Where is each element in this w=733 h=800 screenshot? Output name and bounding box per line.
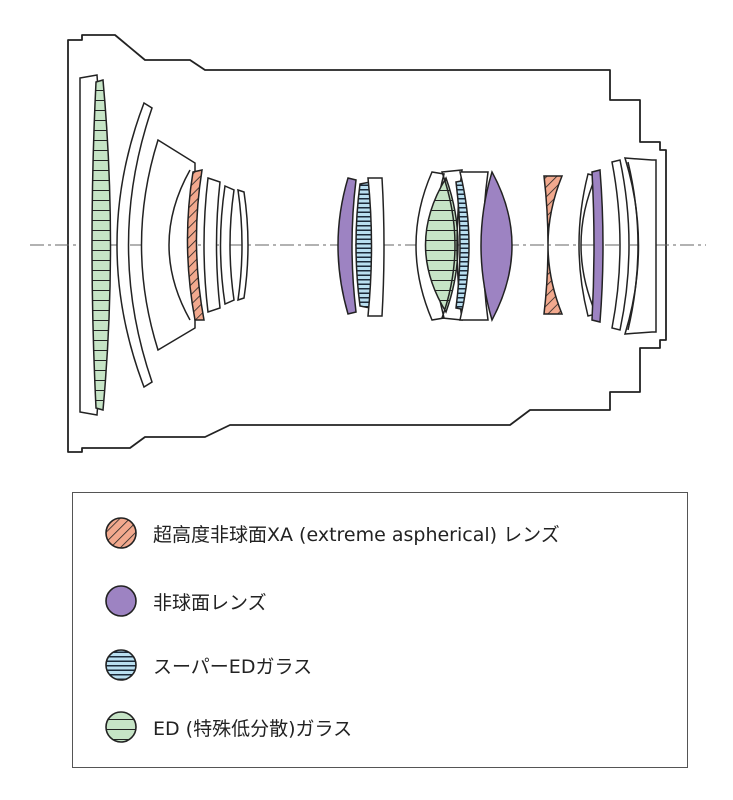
legend-item-aspherical: 非球面レンズ: [103, 583, 267, 619]
solid-purple-swatch-icon: [105, 585, 137, 617]
legend-label-xa: 超高度非球面XA (extreme aspherical) レンズ: [153, 523, 560, 546]
aspherical-element-1: [337, 177, 357, 315]
legend-item-xa: 超高度非球面XA (extreme aspherical) レンズ: [103, 515, 560, 551]
element-7: [237, 188, 249, 302]
legend-label-ed: ED (特殊低分散)ガラス: [153, 717, 353, 740]
horizontal-stripe-swatch-icon: [105, 711, 137, 743]
ed-element-2: [424, 176, 459, 314]
aspherical-element-2: [480, 170, 513, 322]
ed-element-1: [91, 79, 112, 411]
xa-aspherical-element-1: [186, 169, 205, 321]
legend-label-aspherical: 非球面レンズ: [153, 591, 267, 614]
xa-aspherical-element-2: [543, 175, 564, 315]
dense-horizontal-stripe-swatch-icon: [105, 649, 137, 681]
element-5: [203, 176, 221, 314]
lens-construction-diagram: [30, 34, 706, 453]
legend-box: 超高度非球面XA (extreme aspherical) レンズ 非球面レンズ…: [72, 492, 688, 768]
legend-item-ed: ED (特殊低分散)ガラス: [103, 709, 352, 745]
element-10: [367, 177, 385, 317]
diagonal-hatch-swatch-icon: [105, 517, 137, 549]
element-6: [219, 184, 235, 306]
legend-label-super-ed: スーパーEDガラス: [153, 655, 313, 678]
meniscus-element-3-inner: [168, 169, 191, 321]
rear-element-1: [611, 159, 630, 331]
lens-barrel-outline: [67, 34, 667, 453]
legend-item-super-ed: スーパーEDガラス: [103, 647, 312, 683]
meniscus-element-2: [116, 101, 153, 389]
aspherical-element-3: [591, 169, 604, 323]
rear-element-2-inner: [627, 161, 639, 331]
